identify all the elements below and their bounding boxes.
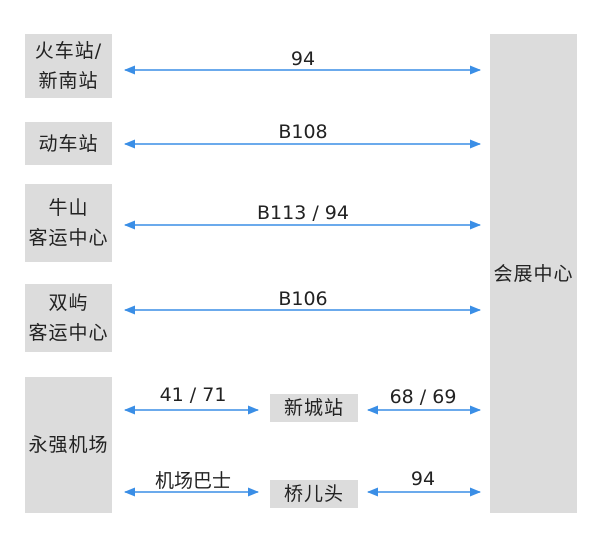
route-label-train: 94 [290, 48, 316, 70]
origin-bullet-train-station: 动车站 [25, 122, 112, 165]
route-label-niushan: B113 / 94 [257, 202, 349, 224]
route-label-airport-leg1-a: 41 / 71 [159, 384, 227, 406]
origin-label: 双屿 客运中心 [28, 292, 109, 344]
route-label-airport-leg2-a: 68 / 69 [389, 386, 457, 408]
origin-train-station: 火车站/ 新南站 [25, 34, 112, 98]
origin-label: 牛山 客运中心 [28, 197, 109, 249]
origin-yongqiang-airport: 永强机场 [25, 377, 112, 513]
origin-label: 火车站/ 新南站 [34, 40, 103, 92]
origin-label: 动车站 [38, 132, 99, 155]
origin-shuangyu-bus-center: 双屿 客运中心 [25, 284, 112, 352]
destination-exhibition-center: 会展中心 [490, 34, 577, 513]
stop-label: 桥儿头 [283, 483, 344, 505]
destination-label: 会展中心 [493, 262, 574, 285]
stop-xincheng: 新城站 [270, 394, 358, 422]
route-label-airport-leg1-b: 机场巴士 [154, 470, 231, 492]
route-label-shuangyu: B106 [278, 288, 328, 310]
stop-label: 新城站 [283, 397, 344, 419]
origin-niushan-bus-center: 牛山 客运中心 [25, 184, 112, 262]
route-label-airport-leg2-b: 94 [410, 468, 436, 490]
stop-qiaoertou: 桥儿头 [270, 480, 358, 508]
route-label-bullet: B108 [278, 121, 328, 143]
origin-label: 永强机场 [28, 434, 109, 456]
